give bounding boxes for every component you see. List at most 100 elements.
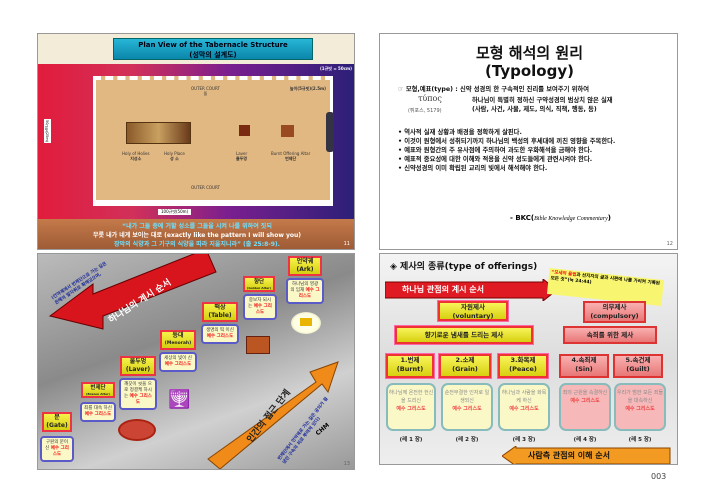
- slide-tabernacle-approach: 하나님의 계시 순서 (언약궤에서 번제단으로 가는 길은 은혜의 발자취로 확…: [37, 253, 355, 470]
- red-arrow: [385, 279, 558, 301]
- label: OUTER COURT: [191, 86, 220, 91]
- station-note: 하나님의 영광의 임재 예수 그리스도: [286, 278, 324, 304]
- en: (Gate): [46, 422, 68, 429]
- en: Holy of Holies: [122, 151, 150, 156]
- slide-title: 모형 해석의 원리: [475, 44, 584, 62]
- en: Laver: [236, 151, 248, 156]
- station-note: 세상의 빛이 신 예수 그리스도: [159, 352, 197, 372]
- bullet-item: • 예표적 중요성에 대한 이해와 적용을 신약 성도들에게 관련시켜야 한다.: [398, 156, 593, 163]
- ko: 문: [54, 414, 60, 421]
- ko: 성 소: [170, 156, 179, 161]
- holy-place-structure: [126, 122, 191, 144]
- jesus: 예수 그리스도: [570, 398, 600, 404]
- gate-icon: [326, 112, 334, 152]
- jesus: 예수 그리스도: [129, 394, 152, 405]
- golden-altar-icon: [246, 336, 270, 354]
- station-note: 죄를 대속 하신 예수 그리스도: [80, 402, 116, 422]
- jesus: 예수 그리스도: [206, 334, 234, 339]
- en: (Sin): [575, 365, 593, 373]
- slide-title: Plan View of the Tabernacle Structure(성막…: [113, 38, 313, 60]
- slide-typology: 모형 해석의 원리 (Typology) ☞ 모형,예표(type) : 신약 …: [379, 33, 678, 250]
- station-note: 중보자 되시는 예수 그리스도: [243, 294, 277, 320]
- page-number: 003: [651, 472, 667, 481]
- station-note: 생명의 떡 이신 예수 그리스도: [201, 324, 239, 344]
- chapter-ref: (레 4 장): [573, 437, 597, 443]
- bullet-item: • 예표와 원형간의 주 유사점에 주의하여 과도한 우화해석을 금해야 한다.: [398, 147, 593, 154]
- ko: 떡상: [214, 304, 226, 311]
- name: 2.소제: [455, 356, 475, 364]
- ark-icon: [291, 312, 321, 334]
- en: Holy Place: [164, 151, 185, 156]
- ko: 언약궤: [296, 258, 314, 265]
- def-text: 하나님이 특별히 정하신 구약성경의 범상치 않은 실재: [472, 97, 613, 104]
- slide-tabernacle-plan: Plan View of the Tabernacle Structure(성막…: [37, 33, 355, 250]
- ko: 물두멍: [236, 156, 248, 161]
- bullet-item: • 신약성경의 이미 확립된 교리의 빛에서 해석해야 한다.: [398, 165, 548, 172]
- desc: 죄의 근원을 속결하신: [562, 390, 608, 396]
- slide-offerings: ◈ 제사의 종류(type of offerings) 하나님 관점의 계시 순…: [379, 253, 678, 465]
- greek-word: τύπος: [418, 94, 442, 103]
- atonement-offering-box: 속죄를 위한 제사: [563, 326, 657, 344]
- side-label: 50규빗(25m): [44, 119, 51, 144]
- en: Burnt Offering Altar: [271, 151, 311, 156]
- red-arrow-label: 하나님 관점의 계시 순서: [402, 285, 484, 294]
- jesus: 예수 그리스도: [50, 446, 69, 457]
- laver-icon: [239, 125, 250, 136]
- jesus: 예수 그리스도: [84, 412, 112, 417]
- quote-line: 무릇 내가 네게 보이는 대로 (exactly like the patter…: [92, 232, 301, 239]
- scale-label: (1규빗 = 50cm): [319, 66, 352, 71]
- quote-band: “내가 그들 중에 거할 성소를 그들을 시켜 나를 위하여 짓되 무릇 내가 …: [38, 219, 354, 249]
- quote-line: 장막의 식양과 그 기구의 식양을 따라 지을지니라” (출 25:8-9).: [114, 241, 280, 248]
- offering-grain: 2.소제(Grain): [438, 353, 492, 379]
- voluntary-box: 자원제사(voluntary): [437, 300, 509, 322]
- laver-icon: [118, 419, 156, 441]
- quote-line: “내가 그들 중에 거할 성소를 그들을 시켜 나를 위하여 짓되: [122, 223, 272, 230]
- greek-ref: (튀포스, 5179): [408, 108, 442, 114]
- station-note: 깨끗이 씻을 으로 정결케 하시는 예수 그리스도: [119, 378, 157, 410]
- label-ko: 뜰: [203, 91, 208, 96]
- chapter-ref: (레 1 장): [399, 437, 423, 443]
- desc: 깨끗이 씻을 으로 정결케 하시는: [124, 382, 152, 399]
- en: (Guilt): [626, 365, 650, 373]
- bullet-text: 예표와 원형간의 주 유사점에 주의하여 과도한 우화해석을 금해야 한다.: [404, 147, 593, 154]
- outer-court-bottom: OUTER COURT: [191, 185, 220, 190]
- menorah-icon: 🕎: [168, 389, 191, 410]
- def-text: (사람, 사건, 사물, 제도, 의식, 직책, 행동, 등): [472, 106, 597, 113]
- desc: 하나님께 온전한 헌신을 드리신: [388, 390, 434, 404]
- source-end: ): [607, 214, 611, 222]
- bullet-text: 신약성경의 이미 확립된 교리의 빛에서 해석해야 한다.: [404, 165, 548, 172]
- ko: 의무제사: [602, 303, 627, 311]
- bullet-list: • 역사적 실재 상황과 배경을 정확하게 살핀다. • 이것이 원형에서 성취…: [398, 128, 668, 173]
- en: (voluntary): [452, 312, 494, 320]
- slide-number: 12: [666, 241, 673, 247]
- slide-title: ◈ 제사의 종류(type of offerings): [390, 262, 538, 272]
- name: 1.번제: [400, 356, 420, 364]
- width-label: 100규빗(50m): [158, 209, 192, 215]
- jesus: 예수 그리스도: [509, 406, 539, 412]
- en: (Golden Altar): [247, 286, 271, 290]
- title-en: Plan View of the Tabernacle Structure: [138, 41, 288, 49]
- ko: 물두멍: [129, 358, 147, 365]
- desc: 구원의 문이 신: [45, 440, 69, 451]
- ko: 지성소: [130, 156, 142, 161]
- name: 4.속죄제: [571, 356, 597, 364]
- red-arrow: [48, 254, 217, 330]
- source: - BKC(Bible Knowledge Commentary): [510, 214, 611, 222]
- desc: 순전무결한 인자로 일생되신: [444, 390, 490, 404]
- altar-icon: [281, 125, 294, 137]
- offering-peace: 3.화목제(Peace): [497, 353, 549, 379]
- orange-arrow: [502, 446, 671, 464]
- en: (Laver): [125, 366, 151, 373]
- en: (Burnt): [396, 365, 424, 373]
- ko: 자원제사: [461, 303, 485, 311]
- slide-subtitle: (Typology): [485, 62, 574, 80]
